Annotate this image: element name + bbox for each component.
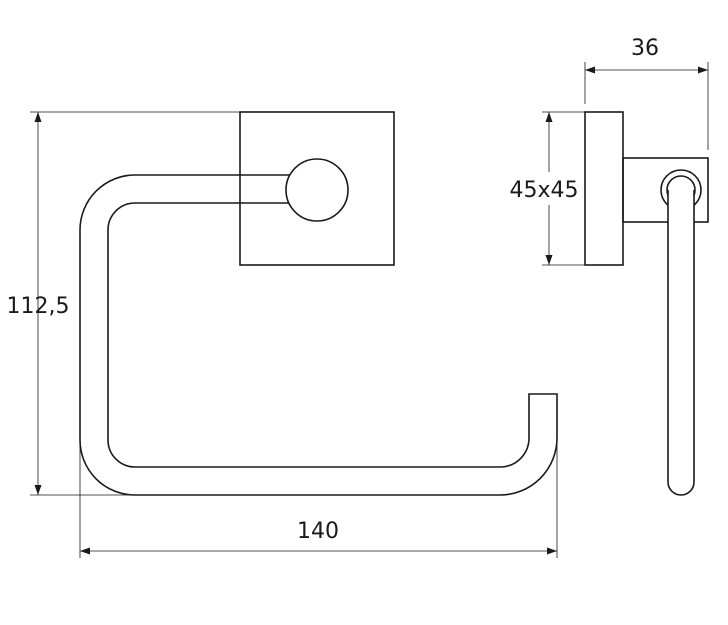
front-mounting-plate bbox=[239, 111, 395, 266]
side-arm-connector bbox=[622, 157, 709, 223]
width-dimension-label: 140 bbox=[297, 519, 339, 544]
side-view bbox=[584, 111, 709, 496]
dimensions: 112,5 140 36 45x45 bbox=[7, 36, 709, 558]
front-round-boss bbox=[285, 158, 349, 222]
side-mounting-plate bbox=[584, 111, 624, 266]
depth-dimension-label: 36 bbox=[631, 36, 659, 61]
front-view bbox=[79, 111, 558, 496]
height-dimension-label: 112,5 bbox=[7, 294, 70, 319]
front-holder-bar bbox=[79, 174, 558, 496]
plate-dimension-label: 45x45 bbox=[509, 178, 578, 203]
side-holder-bar bbox=[667, 190, 695, 496]
